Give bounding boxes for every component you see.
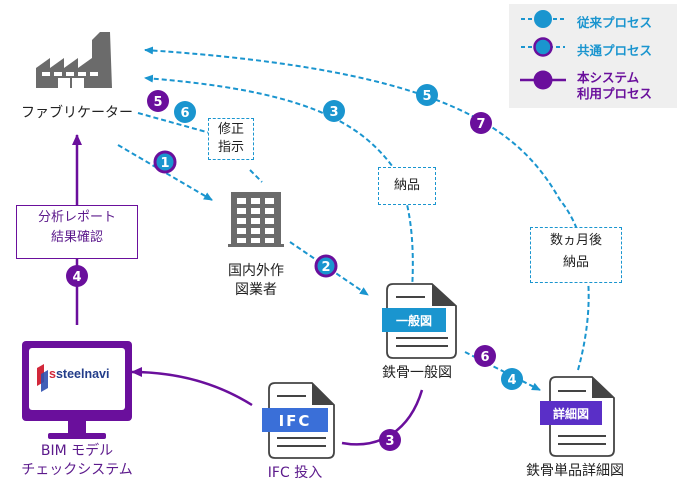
step-number: 5 [153, 95, 162, 110]
flow-general-to-fabricator [144, 74, 414, 291]
office-building-icon [228, 192, 284, 247]
step-badge-s4-sys: 4 [66, 265, 88, 287]
step-badge-s5-sys: 5 [147, 90, 169, 112]
step-badge-s4-conv: 4 [501, 368, 523, 390]
flow-detail-to-fabricator [144, 46, 590, 371]
step-badge-s6-sys: 6 [474, 345, 496, 367]
factory-icon [36, 32, 112, 88]
report-check-box: 分析レポート 結果確認 [16, 205, 138, 259]
delivery-box: 納品 [378, 167, 436, 205]
correction-line1: 修正 [217, 122, 244, 137]
months-later-line2: 納品 [562, 255, 589, 270]
detail-drawing-tag: 詳細図 [553, 406, 589, 421]
steelnavi-logo: ssteelnavi [49, 367, 110, 381]
correction-instruction-box: 修正 指示 [208, 118, 254, 160]
flow-general-to-detail [464, 351, 541, 391]
legend-common-label: 共通プロセス [577, 43, 653, 58]
fabricator-label: ファブリケーター [21, 105, 133, 121]
step-number: 4 [507, 373, 516, 388]
step-number: 5 [422, 89, 431, 104]
report-line2: 結果確認 [50, 230, 103, 245]
step-badge-s2: 2 [314, 254, 338, 278]
general-drawing-document-icon [382, 283, 457, 359]
step-badge-s3-conv: 3 [323, 100, 345, 122]
general-drawing-label: 鉄骨一般図 [382, 365, 452, 381]
legend-system-label-line2: 利用プロセス [577, 86, 653, 101]
correction-line2: 指示 [217, 140, 244, 155]
step-number: 7 [476, 117, 485, 132]
step-badge-s5-conv: 5 [416, 84, 438, 106]
step-number: 1 [160, 156, 169, 171]
step-badge-s1: 1 [153, 150, 177, 174]
drafter-label-line1: 国内外作 [228, 263, 284, 279]
steelnavi-logo-text: steelnavi [55, 367, 110, 381]
monitor-icon [22, 341, 132, 439]
detail-drawing-label: 鉄骨単品詳細図 [526, 463, 624, 479]
ifc-document-icon [262, 382, 335, 459]
legend-system-label-line1: 本システム [577, 70, 640, 85]
step-badge-s7-sys: 7 [470, 112, 492, 134]
report-line1: 分析レポート [37, 210, 116, 225]
legend: 従来プロセス 共通プロセス 本システム 利用プロセス [509, 4, 677, 108]
step-badge-s6-conv: 6 [174, 101, 196, 123]
bim-check-label-line2: チェックシステム [21, 462, 133, 478]
legend-conventional-marker [534, 10, 552, 28]
flow-correction-to-drafter [249, 169, 263, 183]
legend-system-marker [533, 70, 553, 90]
step-number: 6 [180, 106, 189, 121]
flow-correction [137, 112, 211, 134]
ifc-label: IFC 投入 [267, 465, 323, 481]
months-later-line1: 数ヵ月後 [549, 233, 602, 248]
general-drawing-tag: 一般図 [396, 313, 432, 328]
flow-ifc-to-bim [131, 367, 253, 407]
detail-drawing-document-icon [540, 376, 615, 457]
legend-markers [520, 10, 566, 90]
legend-conventional-label: 従来プロセス [577, 15, 653, 30]
ifc-tag: IFC [279, 412, 312, 430]
step-number: 2 [321, 260, 330, 275]
step-number: 4 [72, 270, 81, 285]
drafter-label-line2: 図業者 [235, 282, 277, 298]
legend-common-marker [533, 37, 553, 57]
delivery-line1: 納品 [393, 178, 420, 193]
flow-fabricator-to-drafter [117, 144, 213, 201]
months-later-delivery-box: 数ヵ月後 納品 [530, 227, 622, 283]
step-number: 3 [329, 105, 338, 120]
step-number: 3 [385, 434, 394, 449]
step-number: 6 [480, 350, 489, 365]
step-badge-s3-sys: 3 [379, 429, 401, 451]
bim-check-label-line1: BIM モデル [40, 443, 114, 459]
